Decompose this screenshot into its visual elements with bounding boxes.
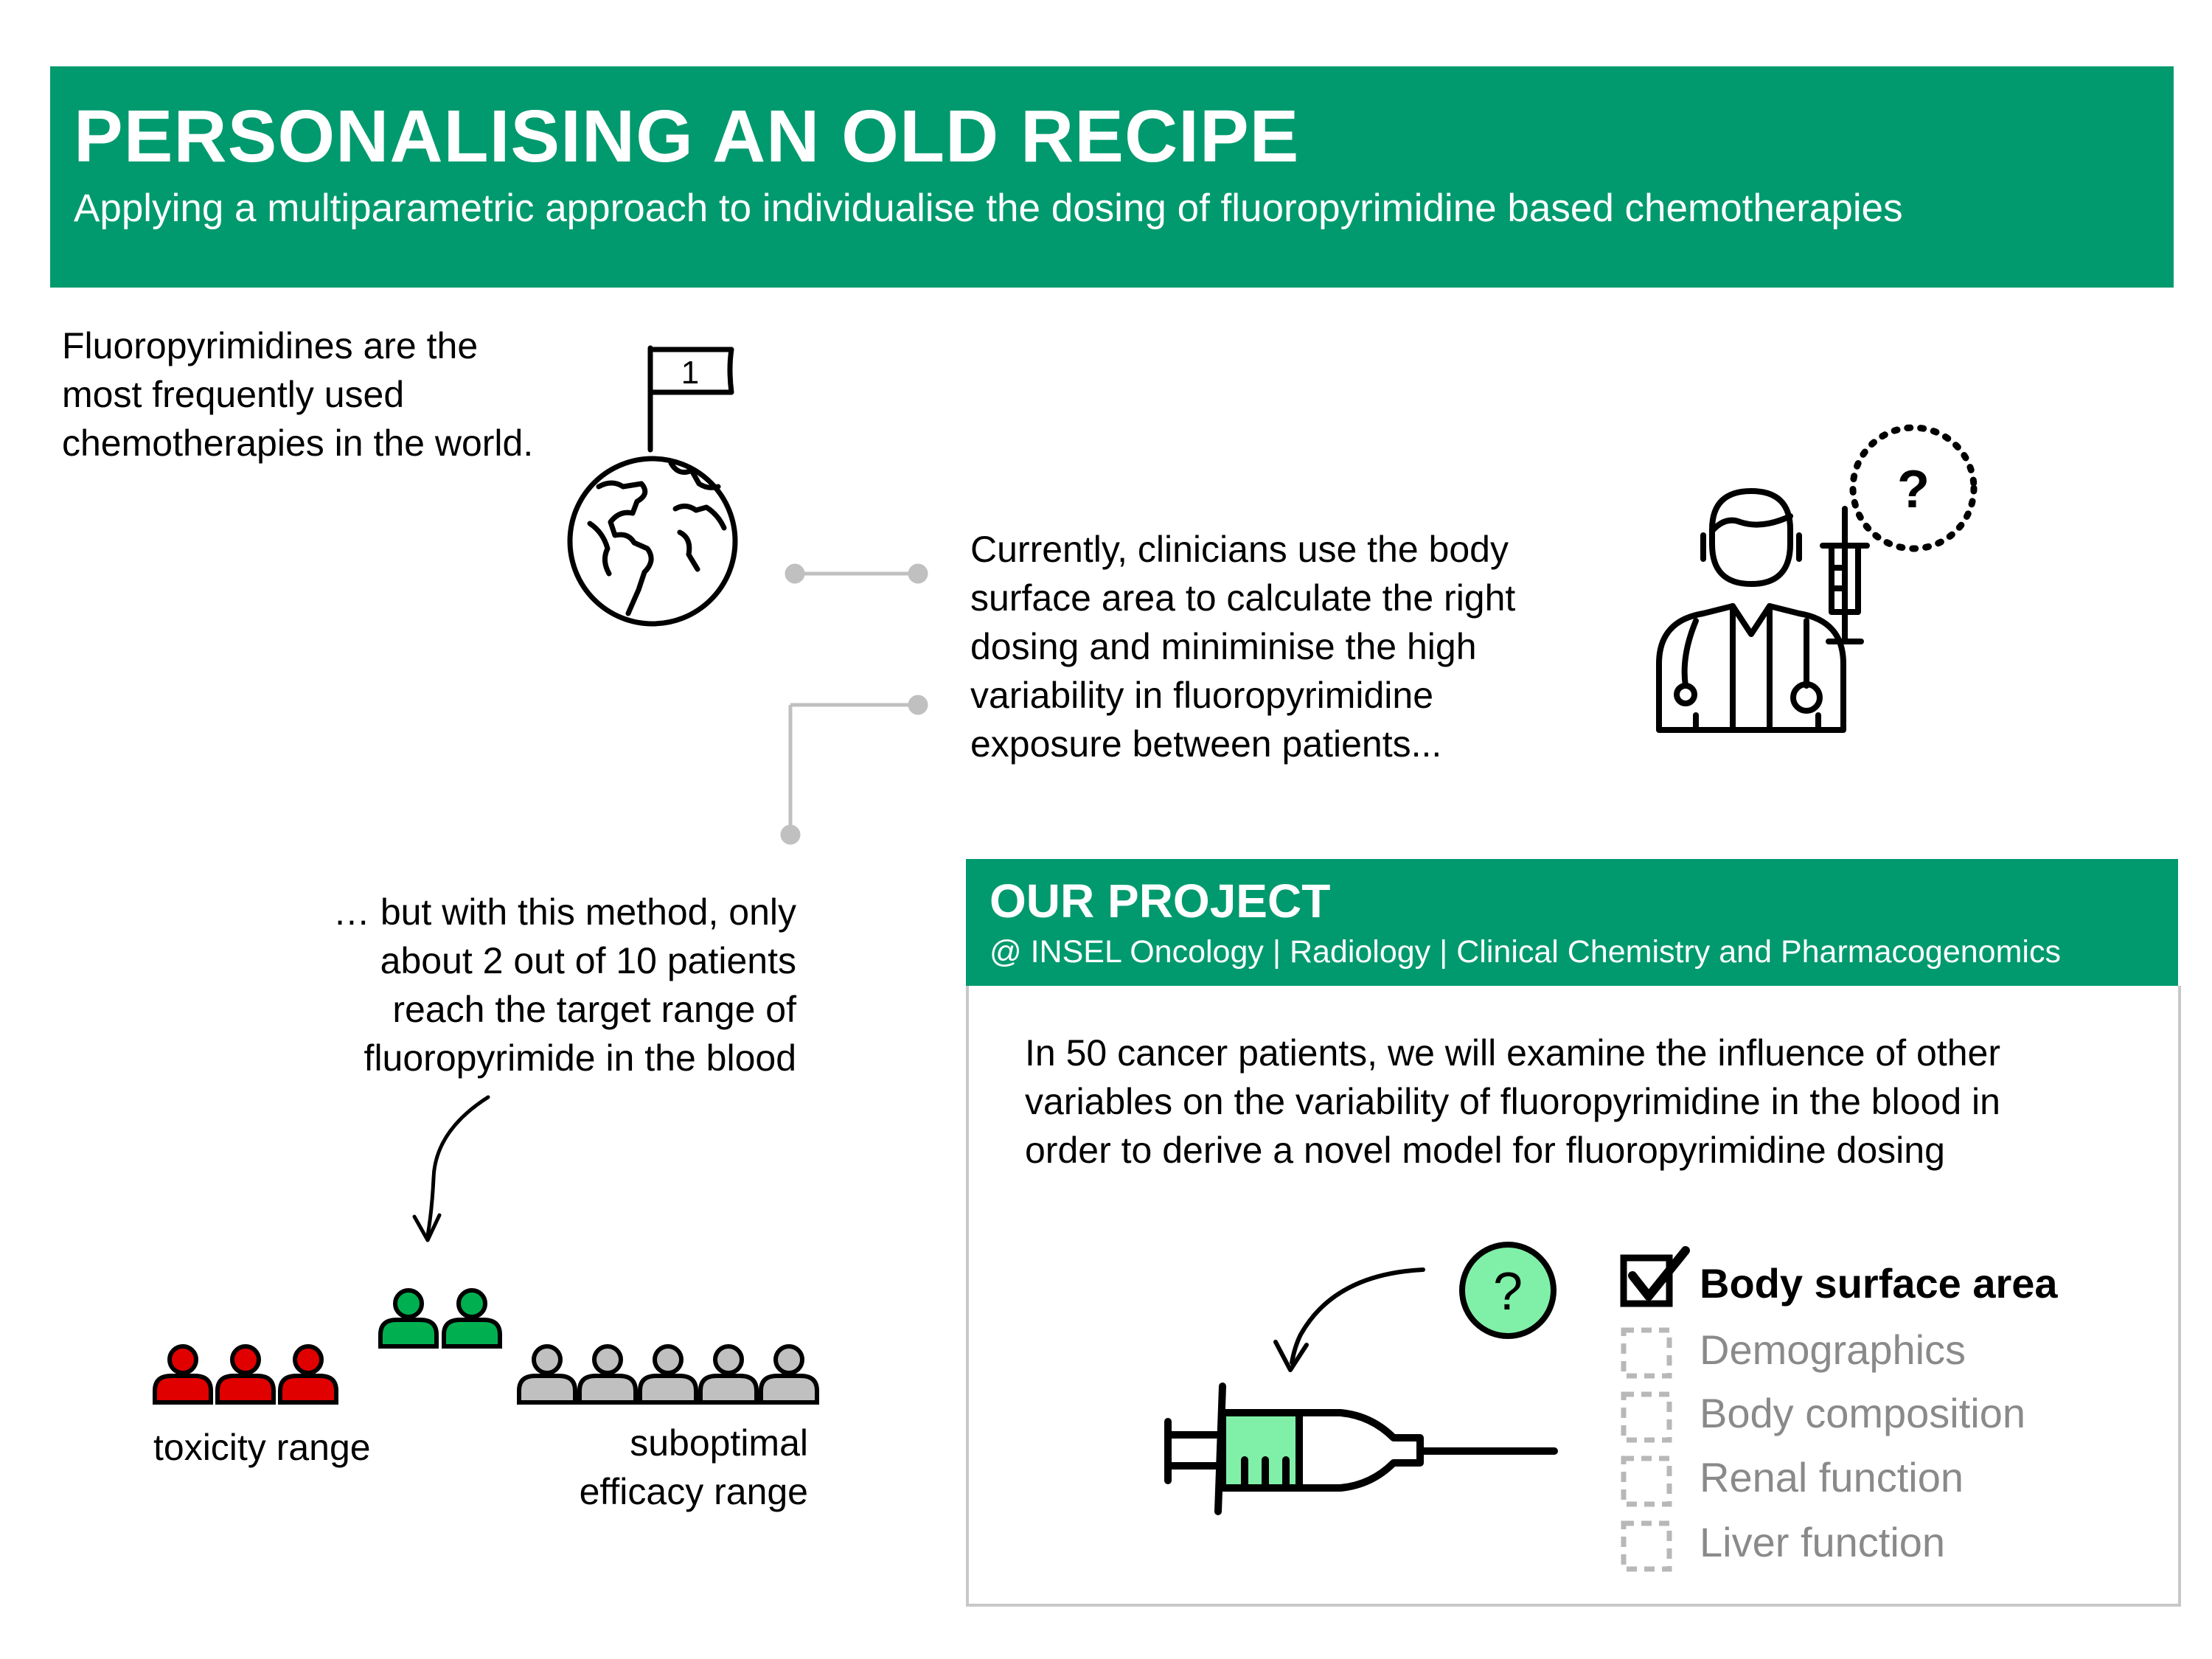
doctor-icon: ? bbox=[1656, 424, 1978, 733]
suboptimal-label-line: efficacy range bbox=[579, 1471, 808, 1512]
patient-toxicity-icon bbox=[218, 1346, 274, 1402]
intro-line: chemotherapies in the world. bbox=[62, 422, 534, 464]
patient-suboptimal-icon bbox=[700, 1346, 757, 1402]
toxicity-patients bbox=[155, 1346, 336, 1402]
current-method-text: Currently, clinicians use the body surfa… bbox=[970, 525, 1515, 768]
variable-demographics: Demographics bbox=[1700, 1326, 1966, 1373]
flag-number: 1 bbox=[681, 355, 699, 391]
project-title: OUR PROJECT bbox=[990, 874, 1331, 928]
method-outcome-line: reach the target range of bbox=[392, 989, 796, 1030]
project-description: In 50 cancer patients, we will examine t… bbox=[1025, 1029, 2000, 1175]
syringe-question-mark: ? bbox=[1493, 1262, 1523, 1321]
intro-line: most frequently used bbox=[62, 374, 405, 415]
project-header bbox=[966, 859, 2178, 986]
current-method-line: dosing and miniminise the high bbox=[970, 626, 1477, 667]
project-affiliation: @ INSEL Oncology | Radiology | Clinical … bbox=[990, 934, 2061, 970]
patient-suboptimal-icon bbox=[519, 1346, 575, 1402]
current-method-line: Currently, clinicians use the body bbox=[970, 529, 1509, 570]
variable-liver-function: Liver function bbox=[1700, 1519, 1946, 1565]
page-title: PERSONALISING AN OLD RECIPE bbox=[74, 95, 1300, 178]
suboptimal-patients bbox=[519, 1346, 817, 1402]
toxicity-range-label: toxicity range bbox=[153, 1427, 371, 1468]
checkbox-empty-icon bbox=[1621, 1520, 1672, 1572]
patient-target-icon bbox=[380, 1290, 437, 1346]
patient-suboptimal-icon bbox=[580, 1346, 636, 1402]
patient-groups bbox=[147, 1268, 826, 1416]
question-mark: ? bbox=[1897, 460, 1930, 519]
page-subtitle: Applying a multiparametric approach to i… bbox=[74, 187, 1903, 230]
intro-text: Fluoropyrimidines are the most frequentl… bbox=[62, 321, 533, 467]
connector-lines bbox=[780, 563, 928, 845]
target-patients bbox=[380, 1290, 500, 1346]
checkbox-empty-icon bbox=[1621, 1391, 1672, 1443]
patient-suboptimal-icon bbox=[640, 1346, 696, 1402]
checkbox-empty-icon bbox=[1621, 1327, 1672, 1379]
suboptimal-range-label: suboptimal efficacy range bbox=[580, 1419, 808, 1516]
patient-target-icon bbox=[444, 1290, 500, 1346]
method-outcome-line: fluoropyrimide in the blood bbox=[364, 1037, 796, 1079]
method-outcome-line: about 2 out of 10 patients bbox=[380, 940, 796, 981]
project-description-line: variables on the variability of fluoropy… bbox=[1025, 1081, 2000, 1122]
syringe-icon: ? bbox=[1164, 1242, 1558, 1515]
project-box bbox=[966, 986, 2181, 1607]
patient-toxicity-icon bbox=[155, 1346, 211, 1402]
curved-arrow-icon bbox=[412, 1095, 490, 1242]
variable-body-surface-area: Body surface area bbox=[1700, 1260, 2058, 1307]
globe-with-flag-icon: 1 bbox=[567, 345, 738, 627]
header-banner bbox=[50, 66, 2174, 288]
method-outcome-text: … but with this method, only about 2 out… bbox=[333, 888, 796, 1082]
checkbox-checked-icon bbox=[1620, 1254, 1673, 1307]
variable-checkboxes bbox=[1620, 1246, 1690, 1572]
project-description-line: In 50 cancer patients, we will examine t… bbox=[1025, 1032, 2000, 1074]
checkbox-empty-icon bbox=[1621, 1455, 1672, 1507]
suboptimal-label-line: suboptimal bbox=[630, 1422, 808, 1464]
intro-line: Fluoropyrimidines are the bbox=[62, 325, 479, 366]
project-description-line: order to derive a novel model for fluoro… bbox=[1025, 1130, 1945, 1171]
patient-toxicity-icon bbox=[280, 1346, 336, 1402]
variable-renal-function: Renal function bbox=[1700, 1454, 1964, 1500]
current-method-line: exposure between patients... bbox=[970, 723, 1442, 765]
patient-suboptimal-icon bbox=[761, 1346, 817, 1402]
current-method-line: variability in fluoropyrimidine bbox=[970, 675, 1434, 716]
current-method-line: surface area to calculate the right bbox=[970, 577, 1516, 619]
method-outcome-line: … but with this method, only bbox=[333, 891, 796, 933]
variable-body-composition: Body composition bbox=[1700, 1390, 2026, 1436]
